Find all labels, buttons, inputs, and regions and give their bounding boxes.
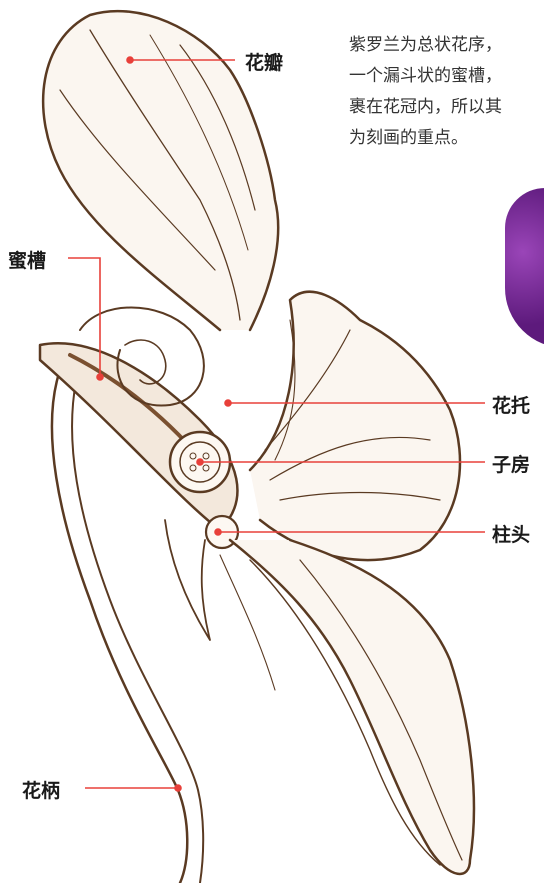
ovule [189,452,197,460]
petal-outline [41,9,280,332]
petal-vein [299,559,463,861]
ovary-leader-dot [196,458,204,466]
petal-vein [264,329,351,451]
description-text: 紫罗兰为总状花序， 一个漏斗状的蜜槽， 裹在花冠内，所以其 为刻画的重点。 [349,30,544,154]
coil-outline [124,339,167,385]
petal-outline [228,538,476,876]
petal-vein [179,44,256,211]
pedicel-leader-dot [174,784,182,792]
ovule [202,464,210,472]
ovule [189,464,197,472]
petal-vein [269,436,431,481]
description-line: 一个漏斗状的蜜槽， [349,66,502,86]
nectary-leader [68,257,101,377]
label-pedicel: 花柄 [22,780,61,802]
petal-vein [59,89,216,271]
label-petal: 花瓣 [245,52,284,74]
petal-leader-dot [126,56,134,64]
label-receptacle: 花托 [492,395,531,417]
label-nectary: 蜜槽 [8,250,47,272]
stigma-leader-dot [214,528,222,536]
coil-outline [79,306,205,407]
petal-vein [279,491,441,501]
ovule [202,452,210,460]
label-stigma: 柱头 [492,524,531,546]
description-line: 裹在花冠内，所以其 [349,97,502,117]
receptacle-leader-dot [224,399,232,407]
petal-outline [248,290,462,562]
sepal-outline [164,519,211,641]
pedicel-stroke [71,371,205,883]
petal-vein [219,554,276,691]
description-line: 为刻画的重点。 [349,128,468,148]
description-line: 紫罗兰为总状花序， [349,35,502,55]
petal-vein [89,29,241,321]
petal-vein [274,319,296,461]
label-ovary: 子房 [492,454,531,476]
nectary-leader-dot [96,373,104,381]
petal-vein [249,559,441,866]
pedicel-stroke [50,368,189,883]
